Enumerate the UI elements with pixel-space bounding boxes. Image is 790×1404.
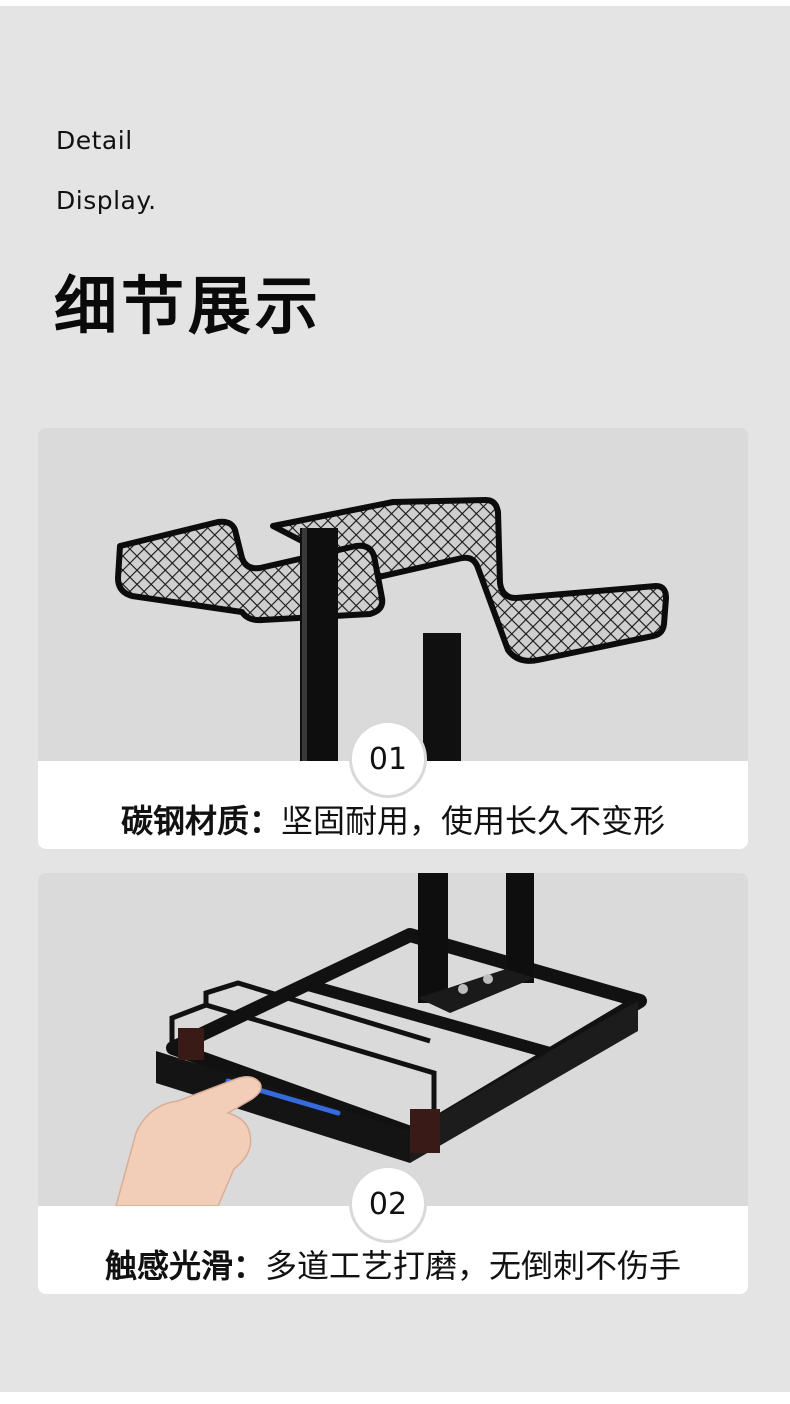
- page-title: 细节展示: [54, 270, 322, 343]
- feature-card-2: 02 触感光滑：多道工艺打磨，无倒刺不伤手: [38, 873, 748, 1294]
- mesh-basket-stand-top-icon: [115, 497, 669, 761]
- feature-title: 碳钢材质：: [120, 802, 281, 840]
- feature-number-badge: 01: [352, 723, 424, 795]
- feature-description: 多道工艺打磨，无倒刺不伤手: [265, 1247, 682, 1285]
- feature-description: 坚固耐用，使用长久不变形: [281, 802, 666, 840]
- detail-page: Detail Display. 细节展示 01 碳钢材质：坚固耐用，使用长久不变…: [0, 6, 790, 1392]
- feature-number-badge: 02: [352, 1168, 424, 1240]
- feature-card-1: 01 碳钢材质：坚固耐用，使用长久不变形: [38, 428, 748, 849]
- feature-caption: 碳钢材质：坚固耐用，使用长久不变形: [38, 796, 748, 842]
- header-english-line-1: Detail: [56, 126, 133, 155]
- header-english-line-2: Display.: [56, 186, 157, 215]
- rack-base-with-hand-icon: [115, 873, 647, 1206]
- feature-caption: 触感光滑：多道工艺打磨，无倒刺不伤手: [38, 1241, 748, 1287]
- feature-title: 触感光滑：: [104, 1247, 265, 1285]
